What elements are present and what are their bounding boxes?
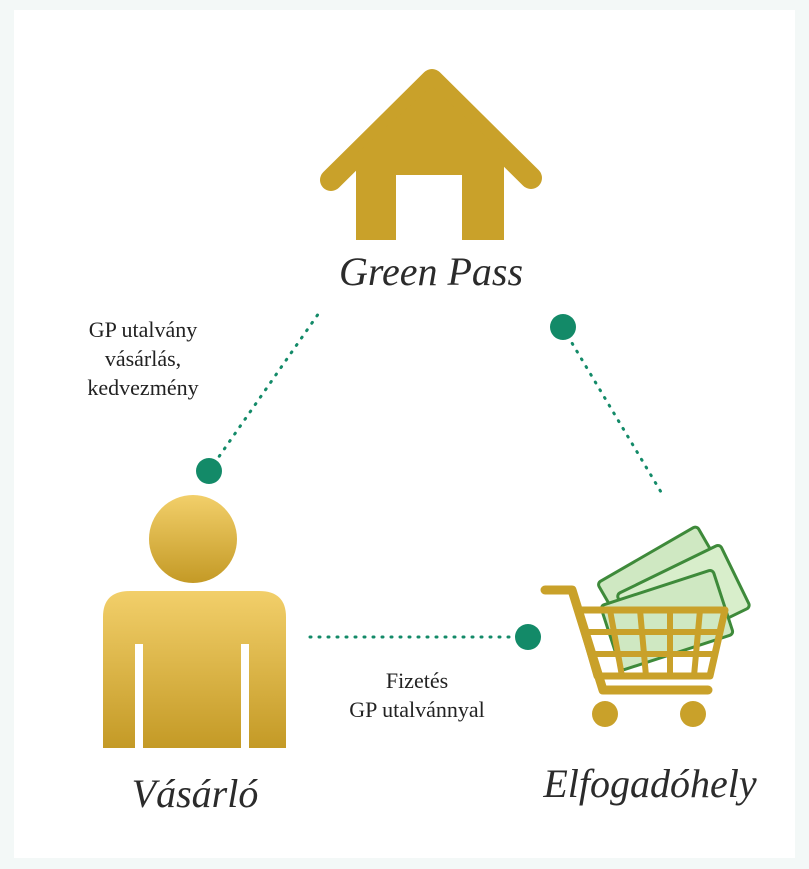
shopping-cart-icon [540,525,751,727]
connector-top-right [550,314,663,494]
edge-label-line: GP utalvány [88,317,198,342]
voucher-cards [597,525,751,672]
person-icon [103,495,286,748]
edge-label-line: GP utalvánnyal [349,697,485,722]
connector-left-top [196,308,323,484]
node-title-top: Green Pass [338,249,524,294]
node-title-right: Elfogadóhely [543,761,757,806]
house-icon [320,69,542,240]
edge-label-line: kedvezmény [87,375,199,400]
edge-label-line: vásárlás, [104,346,182,371]
edge-label-left-right: Fizetés GP utalvánnyal [322,666,512,724]
edge-label-left-top: GP utalvány vásárlás, kedvezmény [58,315,228,402]
node-title-left: Vásárló [131,771,259,816]
edge-label-line: Fizetés [385,668,449,693]
connector-left-right [308,624,541,650]
